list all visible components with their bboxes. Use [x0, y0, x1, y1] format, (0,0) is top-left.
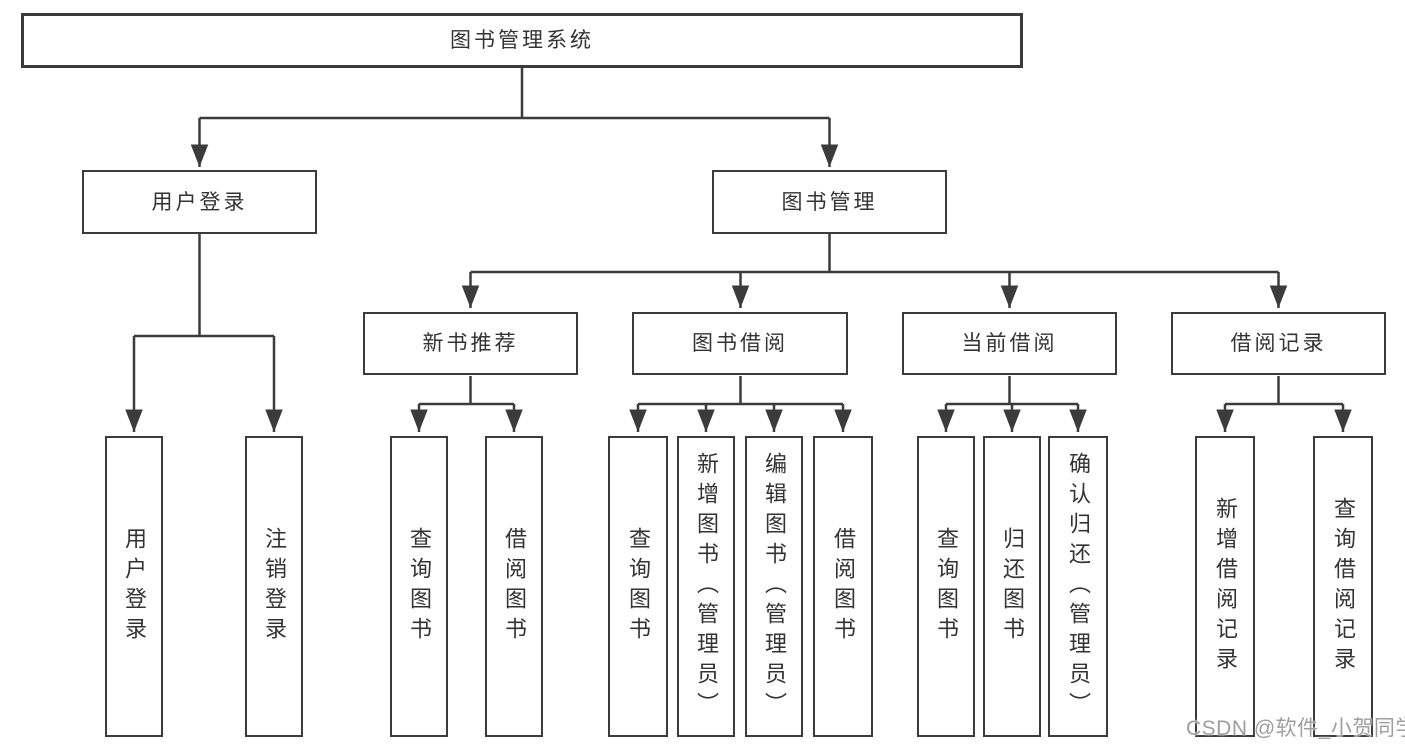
leaf-user-login-label: 用户登录: [122, 526, 147, 647]
node-book-borrowing-label: 图书借阅: [692, 332, 788, 355]
leaf-add-borrow-record: 新增借阅记录: [1195, 436, 1255, 737]
node-current-borrowing-label: 当前借阅: [961, 332, 1058, 355]
leaf-query-books-borrowing-label: 查询图书: [626, 526, 651, 647]
node-library-management-system-label: 图书管理系统: [450, 29, 594, 52]
leaf-add-borrow-record-label: 新增借阅记录: [1213, 496, 1238, 677]
node-new-book-recommendation-label: 新书推荐: [422, 332, 519, 355]
leaf-edit-book-admin: 编辑图书（管理员）: [745, 436, 803, 737]
leaf-borrow-books-recommend-label: 借阅图书: [502, 526, 527, 647]
node-current-borrowing: 当前借阅: [902, 312, 1117, 375]
leaf-logout: 注销登录: [245, 436, 303, 737]
leaf-confirm-return-admin: 确认归还（管理员）: [1048, 436, 1108, 737]
node-book-borrowing: 图书借阅: [632, 312, 848, 375]
leaf-edit-book-admin-label: 编辑图书（管理员）: [762, 451, 787, 722]
leaf-query-books-current-label: 查询图书: [934, 526, 959, 647]
leaf-borrow-books-borrowing-label: 借阅图书: [831, 526, 856, 647]
leaf-return-book: 归还图书: [983, 436, 1041, 737]
leaf-borrow-books-borrowing: 借阅图书: [813, 436, 873, 737]
node-borrowing-records-label: 借阅记录: [1230, 332, 1327, 355]
csdn-watermark: CSDN @软件_小贺同学: [1186, 717, 1405, 740]
leaf-query-books-recommend-label: 查询图书: [407, 526, 432, 647]
leaf-return-book-label: 归还图书: [1000, 526, 1025, 647]
node-user-login-label: 用户登录: [151, 190, 248, 214]
node-new-book-recommendation: 新书推荐: [363, 312, 578, 375]
node-book-management: 图书管理: [712, 170, 947, 234]
node-user-login: 用户登录: [82, 170, 317, 234]
node-book-management-label: 图书管理: [781, 190, 878, 214]
leaf-user-login: 用户登录: [105, 436, 163, 737]
leaf-query-books-recommend: 查询图书: [390, 436, 448, 737]
leaf-borrow-books-recommend: 借阅图书: [485, 436, 543, 737]
leaf-query-borrow-record-label: 查询借阅记录: [1331, 496, 1356, 677]
connector-arrows: [125, 118, 1352, 432]
node-library-management-system: 图书管理系统: [21, 13, 1023, 68]
leaf-logout-label: 注销登录: [262, 526, 287, 647]
leaf-add-book-admin: 新增图书（管理员）: [677, 436, 735, 737]
leaf-query-books-borrowing: 查询图书: [608, 436, 668, 737]
node-borrowing-records: 借阅记录: [1171, 312, 1386, 375]
leaf-query-books-current: 查询图书: [917, 436, 975, 737]
connector-trunks: [134, 68, 1343, 406]
leaf-add-book-admin-label: 新增图书（管理员）: [694, 451, 719, 722]
leaf-confirm-return-admin-label: 确认归还（管理员）: [1066, 451, 1091, 722]
leaf-query-borrow-record: 查询借阅记录: [1313, 436, 1373, 737]
